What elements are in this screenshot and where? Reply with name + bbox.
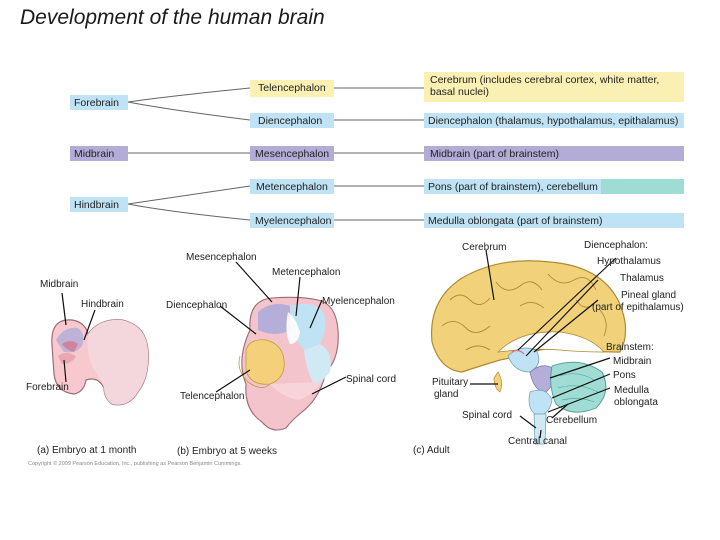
adult-midbrain-label: Midbrain [613,356,652,367]
connector-hindbrain-metencephalon [127,185,251,205]
adult-central-canal-label: Central canal [508,436,567,447]
embryo-1-month-midbrain-label: Midbrain [40,279,79,290]
midbrain-description-box: Midbrain (part of brainstem) [424,146,684,161]
adult-cerebellum-label: Cerebellum [546,415,598,426]
forebrain-box: Forebrain [70,95,128,110]
adult-brainstem-label: Brainstem: [606,342,654,353]
adult-cerebrum-label: Cerebrum [462,242,507,253]
embryo-5-weeks-spinal-cord-label: Spinal cord [346,374,397,385]
embryo-1-month-hindbrain-label: Hindbrain [81,299,124,310]
embryo-5-weeks-telencephalon-label: Telencephalon [180,391,245,402]
adult-brain-illustration [430,260,627,445]
adult-medulla-label: Medulla [614,385,650,396]
connector-forebrain-diencephalon [127,101,251,121]
mesencephalon-box: Mesencephalon [250,146,334,161]
adult-oblongata-label: oblongata [614,397,658,408]
copyright-notice: Copyright © 2009 Pearson Education, Inc.… [28,461,242,467]
adult-spinal-cord-label: Spinal cord [462,410,513,421]
midbrain-box: Midbrain [70,146,128,161]
metencephalon-box: Metencephalon [250,179,334,194]
adult-pituitary-label: Pituitary [432,377,469,388]
page-title: Development of the human brain [20,6,325,29]
medulla-description-box: Medulla oblongata (part of brainstem) [424,213,684,228]
diencephalon-description-box: Diencephalon (thalamus, hypothalamus, ep… [424,113,684,128]
adult-hypothalamus-label: Hypothalamus [597,256,661,267]
embryo-1-month-caption: (a) Embryo at 1 month [37,445,137,456]
connector-hindbrain-myelencephalon [127,203,251,221]
adult-thalamus-label: Thalamus [620,273,664,284]
embryo-5-weeks-illustration [238,296,339,431]
leader-lines [61,249,617,439]
hindbrain-box: Hindbrain [70,197,128,212]
embryo-5-weeks-metencephalon-label: Metencephalon [272,267,341,278]
embryo-5-weeks-mesencephalon-label: Mesencephalon [186,252,257,263]
embryo-5-weeks-diencephalon-label: Diencephalon [166,300,228,311]
adult-pons-label: Pons [613,370,636,381]
pons-description-box: Pons (part of brainstem), cerebellum [424,179,684,194]
diencephalon-box: Diencephalon [250,113,334,128]
embryo-1-month-forebrain-label: Forebrain [26,382,69,393]
embryo-5-weeks-caption: (b) Embryo at 5 weeks [177,446,278,457]
adult-diencephalon-label: Diencephalon: [584,240,648,251]
adult-gland-label: gland [434,389,459,400]
cerebrum-description-box: Cerebrum (includes cerebral cortex, whit… [424,72,684,102]
connector-forebrain-telencephalon [127,87,251,103]
embryo-5-weeks-myelencephalon-label: Myelencephalon [322,296,395,307]
myelencephalon-box: Myelencephalon [250,213,334,228]
telencephalon-box: Telencephalon [250,80,334,97]
adult-pineal-gland-label: Pineal gland [621,290,677,301]
embryo-1-month-illustration [51,319,149,406]
adult-caption: (c) Adult [413,445,450,456]
adult-epithalamus-label: (part of epithalamus) [592,302,684,313]
